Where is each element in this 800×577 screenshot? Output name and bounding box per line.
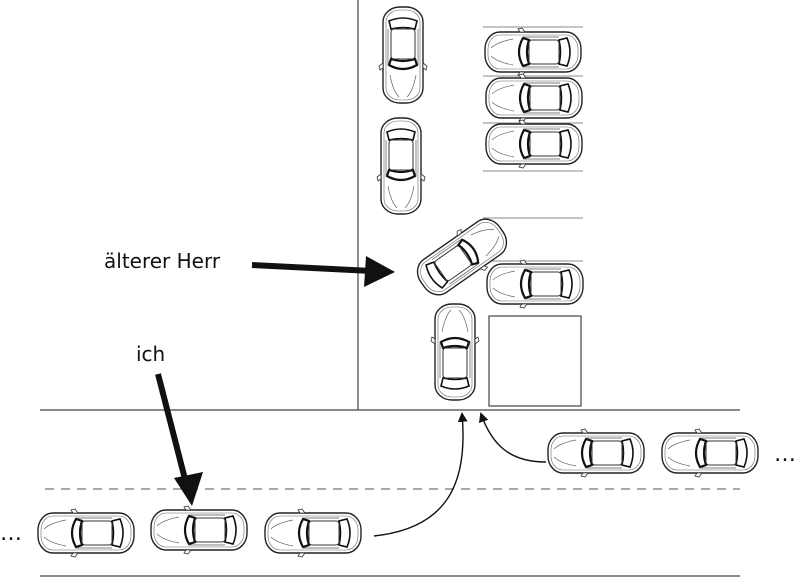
trajectory-arrow-from-upper-lane: [479, 412, 547, 463]
my-car: [149, 504, 249, 556]
parked-car: [377, 5, 429, 105]
pointer-arrow-older-gentleman: [251, 256, 395, 287]
road-car-upper-lane: [546, 427, 646, 479]
ellipsis-left: …: [0, 521, 22, 546]
parked-car: [484, 118, 584, 170]
ellipsis-right: …: [774, 442, 796, 467]
road-car-lower-lane: [263, 507, 363, 559]
empty-parking-spot: [488, 315, 582, 407]
pointer-arrow-me: [155, 373, 203, 506]
parked-car: [484, 72, 584, 124]
trajectory-arrow-from-lower-lane: [373, 412, 468, 537]
label-me: ich: [136, 342, 165, 366]
parked-car: [375, 116, 427, 216]
label-older-gentleman: älterer Herr: [104, 249, 221, 273]
road-car-lower-lane: [36, 507, 136, 559]
road-car-upper-lane: [660, 427, 760, 479]
parked-car: [483, 26, 583, 78]
parking-bay-lines: [483, 26, 583, 262]
parked-car: [485, 258, 585, 310]
parked-car: [429, 302, 481, 402]
